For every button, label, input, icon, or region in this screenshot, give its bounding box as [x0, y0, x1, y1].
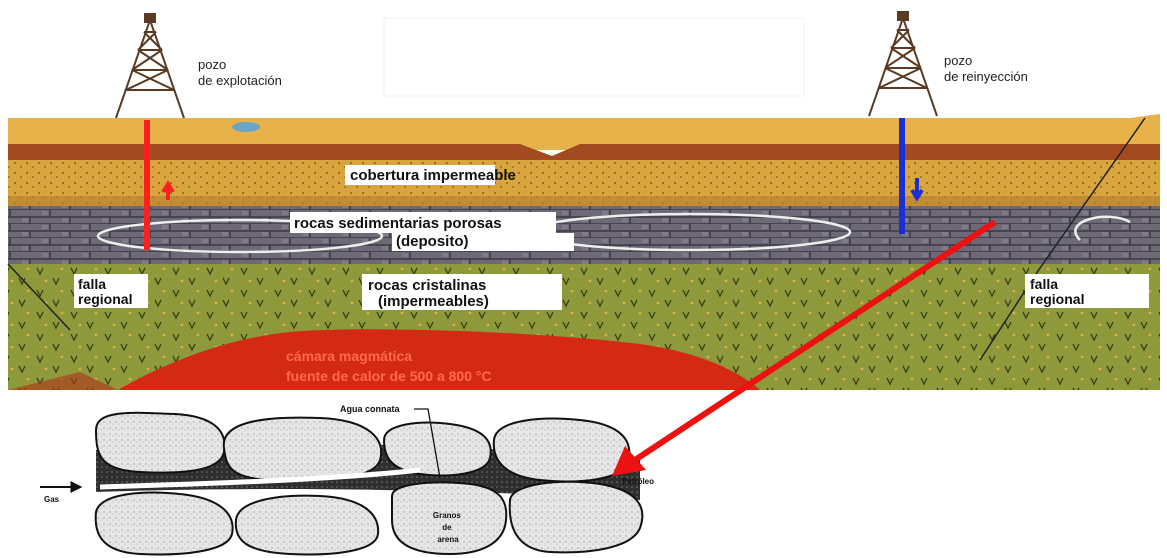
- magma-label-1: cámara magmática: [286, 348, 412, 364]
- sand-grain: [494, 419, 630, 482]
- well-right-label-1: pozo: [944, 53, 972, 68]
- grains-label-2: de: [442, 523, 452, 532]
- crystalline-label-1: rocas cristalinas: [368, 277, 486, 294]
- cap-rock-label: cobertura impermeable: [350, 167, 516, 184]
- pore-detail-diagram: Gas Agua connata Petróleo Granos de aren…: [40, 404, 654, 554]
- svg-text:rocas cristalinas (imper: rocas cristalinas (impermeables): [368, 277, 491, 310]
- fault-left-label-2: regional: [78, 291, 132, 307]
- connate-water-label: Agua connata: [340, 404, 401, 414]
- well-left-label-1: pozo: [198, 57, 226, 72]
- fault-left-label-1: falla: [78, 276, 106, 292]
- reservoir-label-2: (deposito): [396, 233, 469, 250]
- fault-right-label-2: regional: [1030, 291, 1084, 307]
- reservoir-label-1: rocas sedimentarias porosas: [294, 215, 502, 232]
- grains-label-3: arena: [437, 535, 459, 544]
- fault-right-label-1: falla: [1030, 276, 1058, 292]
- well-left-label-2: de explotación: [198, 73, 282, 88]
- oil-label: Petróleo: [622, 477, 654, 486]
- red-brown-layer: [8, 144, 1160, 162]
- sand-grain: [96, 493, 233, 555]
- sand-grain: [236, 496, 378, 555]
- crystalline-label-2: (impermeables): [378, 293, 489, 310]
- well-right-label-2: de reinyección: [944, 69, 1028, 84]
- reservoir-layer: [8, 206, 1160, 266]
- grains-label-1: Granos: [433, 511, 462, 520]
- blank-label-panel: [384, 18, 804, 96]
- pond: [232, 122, 260, 132]
- sand-grain: [384, 423, 491, 476]
- geologic-cross-section: pozo de explotación pozo de reinyección …: [8, 0, 1160, 390]
- sand-grain: [96, 413, 225, 473]
- injection-pipe: [899, 118, 905, 234]
- gas-label: Gas: [44, 495, 60, 504]
- magma-label-2: fuente de calor de 500 a 800 °C: [286, 368, 492, 384]
- production-pipe: [144, 120, 150, 250]
- sand-grain: [224, 418, 381, 481]
- sand-grain: [510, 482, 643, 553]
